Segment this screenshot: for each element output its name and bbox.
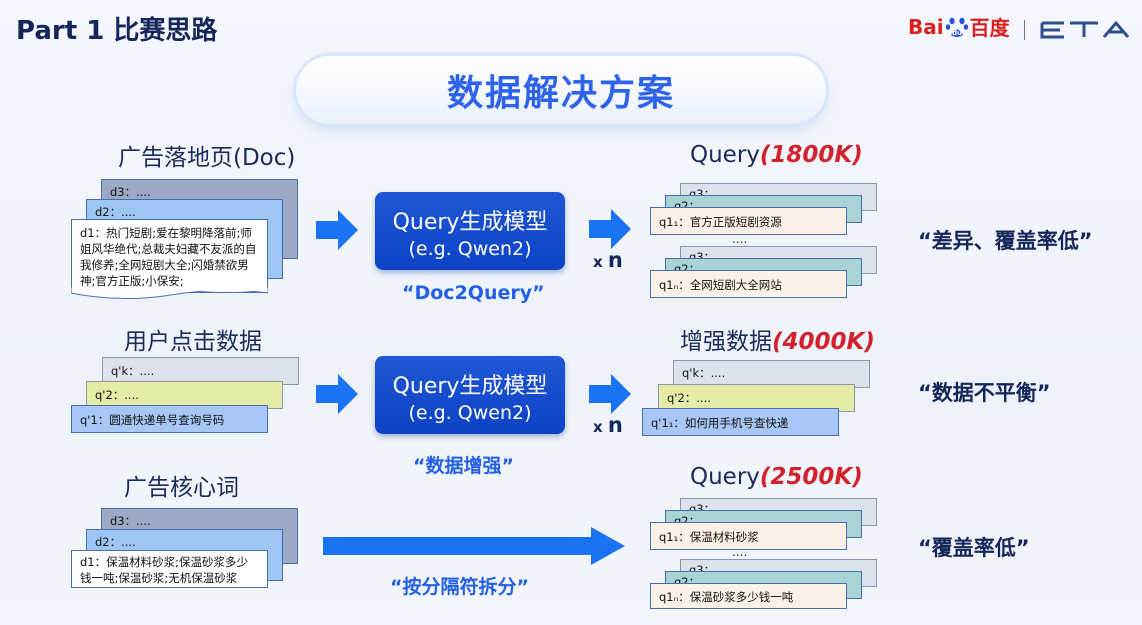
baidu-logo: Bai du 百度: [908, 14, 1010, 41]
method-doc2query: “Doc2Query”: [402, 282, 545, 304]
click-card-q1: q'1：圆通快递单号查询号码: [71, 405, 268, 433]
output-label-augmented-4000k: 增强数据(4000K): [680, 329, 875, 355]
source-label-doc: 广告落地页(Doc): [118, 145, 296, 171]
svg-text:du: du: [952, 29, 962, 37]
solution-title: 数据解决方案: [296, 56, 826, 124]
ellipsis: ....: [732, 232, 748, 246]
method-split-by-delimiter: “按分隔符拆分”: [390, 576, 529, 598]
issue-low-coverage: “覆盖率低”: [918, 536, 1030, 560]
logo-divider: [1024, 20, 1025, 40]
aug-card-q2: q'2：....: [658, 384, 855, 412]
query-model-box-2: Query生成模型 (e.g. Qwen2): [375, 356, 565, 434]
source-label-click: 用户点击数据: [124, 329, 262, 355]
output-card-q1-1: q1₁：保温材料砂浆: [650, 522, 847, 550]
query-model-box-1: Query生成模型 (e.g. Qwen2): [375, 192, 565, 270]
output-card-q1-n: q1ₙ：全网短剧大全网站: [650, 270, 847, 298]
doc-wave-edge: [71, 287, 268, 300]
multiplier-n: x n: [593, 248, 623, 272]
arrow-right-icon: [316, 210, 358, 250]
issue-imbalance: “数据不平衡”: [918, 381, 1051, 405]
output-label-query-1800k: Query(1800K): [690, 142, 863, 168]
arrow-right-icon: [316, 374, 358, 414]
output-label-query-2500k: Query(2500K): [690, 464, 863, 490]
output-card-q1-n: q1ₙ：保温砂浆多少钱一吨: [650, 583, 847, 609]
ellipsis: ....: [732, 545, 748, 559]
output-card-q1-1: q1₁：官方正版短剧资源: [650, 207, 847, 235]
baidu-paw-icon: du: [945, 17, 968, 37]
issue-diversity-coverage: “差异、覆盖率低”: [918, 229, 1093, 253]
click-card-qk: q'k：....: [102, 357, 299, 385]
aug-card-qk: q'k：....: [673, 360, 870, 388]
method-augmentation: “数据增强”: [413, 455, 514, 477]
aug-card-q1: q'1₁：如何用手机号查快递: [642, 408, 839, 436]
page-title: Part 1 比赛思路: [16, 16, 218, 46]
doc-card-d1: d1：热门短剧;爱在黎明降落前;师姐风华绝代;总裁夫妇藏不友派的自我修养;全网短…: [71, 219, 268, 293]
eta-logo: [1040, 20, 1130, 39]
long-arrow-right-icon: [323, 527, 625, 565]
arrow-right-icon: [589, 209, 631, 249]
source-label-keywords: 广告核心词: [124, 475, 239, 501]
arrow-right-icon: [589, 374, 631, 414]
multiplier-n: x n: [593, 413, 623, 437]
kw-card-d1: d1：保温材料砂浆;保温砂浆多少钱一吨;保温砂浆;无机保温砂浆: [71, 550, 268, 588]
